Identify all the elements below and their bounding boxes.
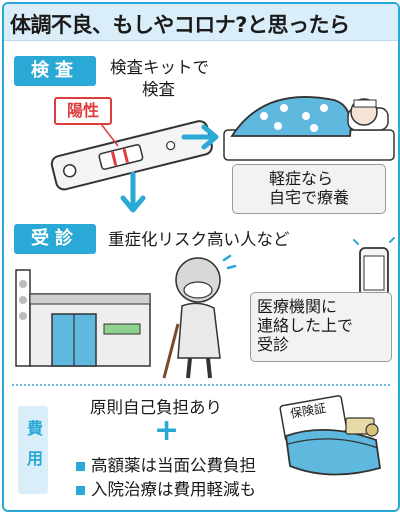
cost-bullet-1: 高額薬は当面公費負担	[76, 452, 256, 476]
clinic-building-illustration	[15, 269, 151, 367]
home-line1: 軽症なら	[269, 169, 334, 188]
wallet-illustration	[279, 395, 382, 476]
contact-clinic-bubble: 医療機関に 連絡した上で 受診	[250, 292, 392, 362]
section-divider	[12, 384, 390, 386]
arrow-right-icon	[181, 124, 219, 150]
elderly-person-illustration	[162, 254, 237, 379]
clinic-line3: 受診	[257, 335, 290, 354]
plus-icon: +	[154, 413, 180, 448]
test-text-line1: 検査キットで	[110, 58, 209, 77]
positive-badge-text: 陽性	[66, 101, 99, 120]
consult-text: 重症化リスク高い人など	[108, 230, 290, 249]
consult-label: 受診	[14, 224, 96, 254]
cost-label: 費用	[18, 406, 48, 494]
cost-bullet-2-text: 入院治療は費用軽減も	[91, 480, 256, 499]
home-line2: 自宅で療養	[269, 188, 350, 207]
bullet-square-icon	[76, 486, 85, 495]
bullet-square-icon	[76, 462, 85, 471]
page-title: 体調不良、もしやコロナ?と思ったら	[10, 13, 350, 37]
title-bar: 体調不良、もしやコロナ?と思ったら	[4, 4, 398, 41]
home-recovery-bubble: 軽症なら 自宅で療養	[232, 164, 386, 214]
test-label: 検査	[14, 56, 96, 86]
clinic-line1: 医療機関に	[257, 297, 338, 316]
positive-badge: 陽性	[54, 97, 112, 125]
clinic-line2: 連絡した上で	[257, 316, 354, 335]
arrow-down-icon	[120, 171, 146, 213]
test-text-line2: 検査	[142, 80, 175, 99]
sick-person-in-bed-illustration	[223, 96, 395, 161]
cost-bullet-1-text: 高額薬は当面公費負担	[91, 456, 256, 475]
cost-bullet-2: 入院治療は費用軽減も	[76, 476, 256, 500]
cost-principle: 原則自己負担あり	[90, 398, 222, 417]
